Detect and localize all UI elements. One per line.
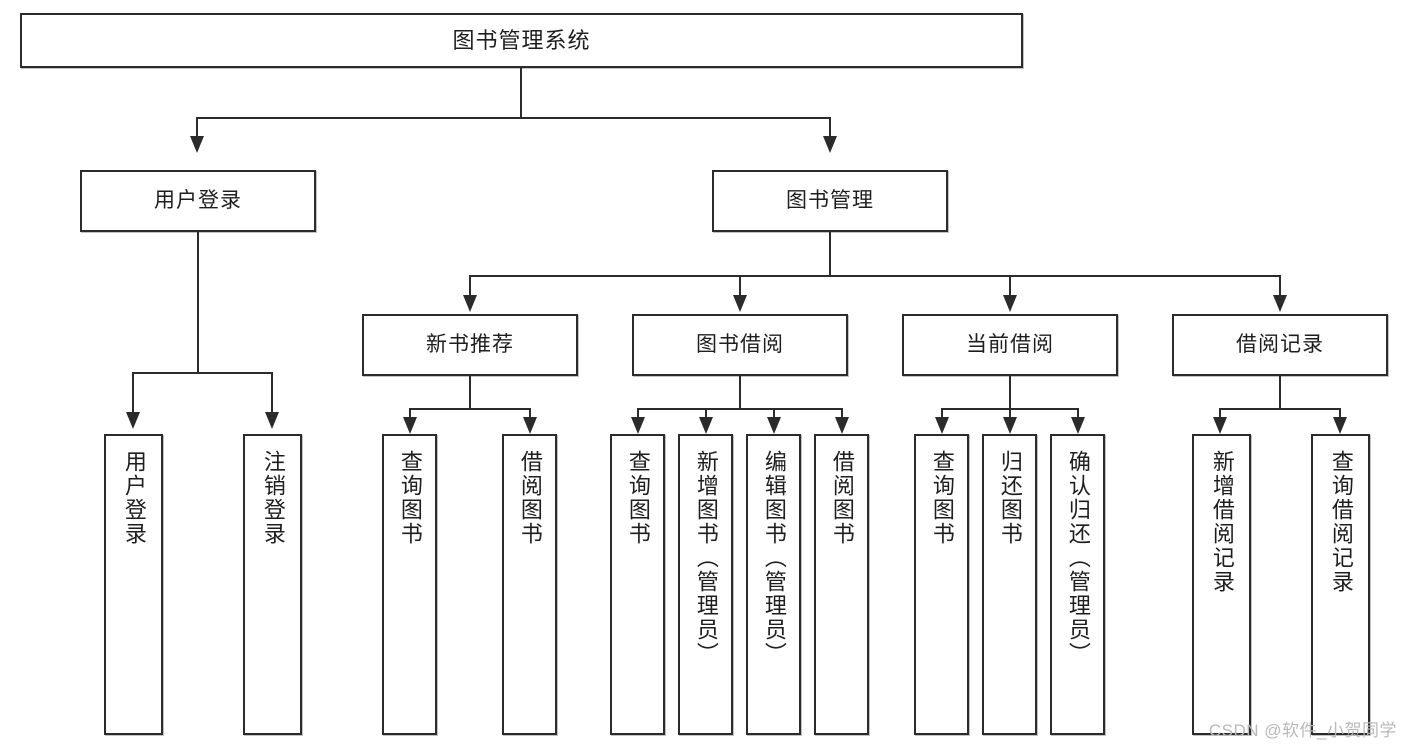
edge-currentborrow-drop-3 <box>1077 408 1079 417</box>
edge-newbook-bar <box>409 408 531 410</box>
leaf-edit-book[interactable]: 编辑图书（管理员） <box>746 434 801 735</box>
node-new-book-recommend[interactable]: 新书推荐 <box>362 314 578 376</box>
leaf-add-borrow-record[interactable]: 新增借阅记录 <box>1192 434 1251 735</box>
arrow-to-book-manage <box>823 136 837 153</box>
arrow-to-leaf-confirm-return <box>1071 417 1085 434</box>
edge-newbook-drop-2 <box>529 408 531 417</box>
node-label: 图书借阅 <box>696 332 784 356</box>
node-current-borrow[interactable]: 当前借阅 <box>902 314 1118 376</box>
arrow-to-leaf-edit-book <box>767 417 781 434</box>
edge-bookborrow-stem <box>739 376 741 409</box>
leaf-query-book-recommend[interactable]: 查询图书 <box>382 434 437 735</box>
leaf-label: 借阅图书 <box>517 450 543 546</box>
edge-borrowrecord-bar <box>1219 408 1341 410</box>
edge-userlogin-drop-2 <box>271 372 273 412</box>
arrow-to-borrow-record <box>1273 295 1287 312</box>
leaf-confirm-return[interactable]: 确认归还（管理员） <box>1050 434 1105 735</box>
leaf-borrow-book-recommend[interactable]: 借阅图书 <box>502 434 557 735</box>
leaf-query-book-current[interactable]: 查询图书 <box>914 434 969 735</box>
arrow-to-leaf-return-book <box>1003 417 1017 434</box>
edge-borrowrecord-drop-1 <box>1219 408 1221 417</box>
arrow-to-leaf-query-record <box>1333 417 1347 434</box>
arrow-to-leaf-query-book-b <box>631 417 645 434</box>
edge-root-drop-right <box>829 117 831 136</box>
leaf-label: 新增借阅记录 <box>1209 450 1235 594</box>
node-label: 图书管理 <box>786 188 874 212</box>
node-label: 图书管理系统 <box>452 27 591 53</box>
node-book-borrow[interactable]: 图书借阅 <box>632 314 848 376</box>
edge-level3-drop-3 <box>1009 275 1011 295</box>
leaf-label: 查询图书 <box>397 450 423 546</box>
leaf-label: 查询图书 <box>929 450 955 546</box>
leaf-borrow-book[interactable]: 借阅图书 <box>814 434 869 735</box>
arrow-to-leaf-query-book-c <box>935 417 949 434</box>
node-root-system[interactable]: 图书管理系统 <box>20 13 1023 68</box>
arrow-to-user-login <box>190 136 204 153</box>
leaf-label: 确认归还（管理员） <box>1065 450 1091 666</box>
arrow-to-book-borrow <box>733 295 747 312</box>
leaf-label: 查询图书 <box>625 450 651 546</box>
leaf-label: 注销登录 <box>260 450 286 546</box>
arrow-to-leaf-logout <box>265 412 279 429</box>
arrow-to-leaf-query-book-a <box>403 417 417 434</box>
node-label: 借阅记录 <box>1236 332 1324 356</box>
arrow-to-leaf-user-login <box>126 412 140 429</box>
edge-root-drop-left <box>196 117 198 136</box>
edge-bookborrow-drop-1 <box>637 408 639 417</box>
edge-level3-drop-1 <box>469 275 471 295</box>
leaf-label: 查询借阅记录 <box>1328 450 1354 594</box>
node-label: 当前借阅 <box>966 332 1054 356</box>
edge-currentborrow-stem <box>1009 376 1011 409</box>
edge-bookmanage-stem <box>829 232 831 276</box>
edge-newbook-drop-1 <box>409 408 411 417</box>
arrow-to-new-book <box>463 295 477 312</box>
edge-bookborrow-drop-4 <box>841 408 843 417</box>
node-user-login[interactable]: 用户登录 <box>80 170 316 232</box>
node-label: 新书推荐 <box>426 332 514 356</box>
leaf-logout[interactable]: 注销登录 <box>243 434 302 735</box>
edge-bookborrow-bar <box>637 408 843 410</box>
arrow-to-current-borrow <box>1003 295 1017 312</box>
node-book-manage[interactable]: 图书管理 <box>712 170 948 232</box>
leaf-return-book[interactable]: 归还图书 <box>982 434 1037 735</box>
node-label: 用户登录 <box>154 188 242 212</box>
edge-root-stem <box>520 68 522 118</box>
edge-bookborrow-drop-3 <box>773 408 775 417</box>
edge-level3-bar <box>469 275 1281 277</box>
csdn-watermark: CSDN @软件_小贺同学 <box>1208 721 1397 740</box>
edge-userlogin-bar <box>132 372 272 374</box>
edge-bookborrow-drop-2 <box>705 408 707 417</box>
leaf-label: 新增图书（管理员） <box>693 450 719 666</box>
leaf-label: 借阅图书 <box>829 450 855 546</box>
leaf-user-login[interactable]: 用户登录 <box>104 434 163 735</box>
edge-borrowrecord-stem <box>1279 376 1281 409</box>
edge-newbook-stem <box>469 376 471 409</box>
edge-level3-drop-2 <box>739 275 741 295</box>
leaf-label: 用户登录 <box>121 450 147 546</box>
arrow-to-leaf-add-book <box>699 417 713 434</box>
leaf-add-book[interactable]: 新增图书（管理员） <box>678 434 733 735</box>
edge-currentborrow-drop-2 <box>1009 408 1011 417</box>
leaf-query-borrow-record[interactable]: 查询借阅记录 <box>1311 434 1370 735</box>
arrow-to-leaf-borrow-book-a <box>523 417 537 434</box>
edge-userlogin-stem <box>197 232 199 373</box>
edge-level3-drop-4 <box>1279 275 1281 295</box>
leaf-label: 归还图书 <box>997 450 1023 546</box>
node-borrow-record[interactable]: 借阅记录 <box>1172 314 1388 376</box>
edge-currentborrow-drop-1 <box>941 408 943 417</box>
arrow-to-leaf-borrow-book-b <box>835 417 849 434</box>
arrow-to-leaf-add-record <box>1213 417 1227 434</box>
leaf-label: 编辑图书（管理员） <box>761 450 787 666</box>
edge-root-bar <box>196 117 831 119</box>
leaf-query-book-borrow[interactable]: 查询图书 <box>610 434 665 735</box>
edge-userlogin-drop-1 <box>132 372 134 412</box>
edge-borrowrecord-drop-2 <box>1339 408 1341 417</box>
